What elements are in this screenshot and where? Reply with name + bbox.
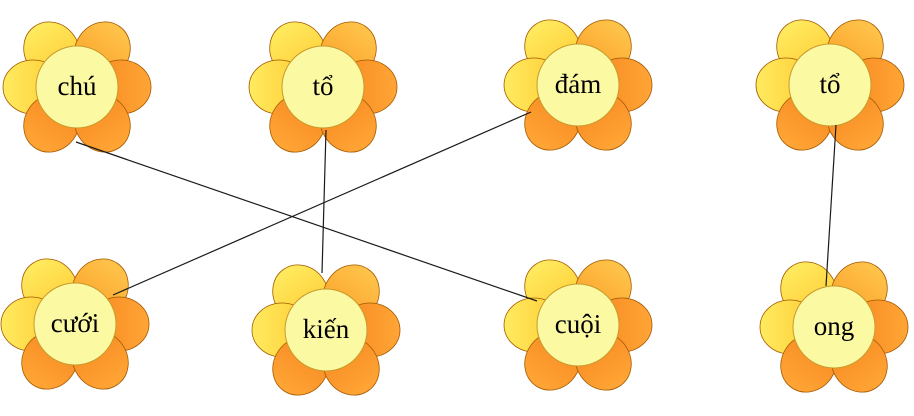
flower-icon <box>503 250 653 400</box>
flower-icon <box>251 255 401 405</box>
flower-icon <box>2 12 152 162</box>
flower-icon <box>759 252 909 402</box>
flower-bottom-cuoi-wedding[interactable]: cưới <box>0 249 150 399</box>
flower-icon <box>0 249 150 399</box>
flower-bottom-ong[interactable]: ong <box>759 252 909 402</box>
flower-bottom-cuoi-pebble[interactable]: cuội <box>503 250 653 400</box>
flower-bottom-kien[interactable]: kiến <box>251 255 401 405</box>
flower-icon <box>248 12 398 162</box>
flower-icon <box>503 10 653 160</box>
flower-icon <box>755 10 905 160</box>
flower-top-dam[interactable]: đám <box>503 10 653 160</box>
flower-top-to-2[interactable]: tổ <box>755 10 905 160</box>
flower-top-chu[interactable]: chú <box>2 12 152 162</box>
flower-top-to-1[interactable]: tổ <box>248 12 398 162</box>
